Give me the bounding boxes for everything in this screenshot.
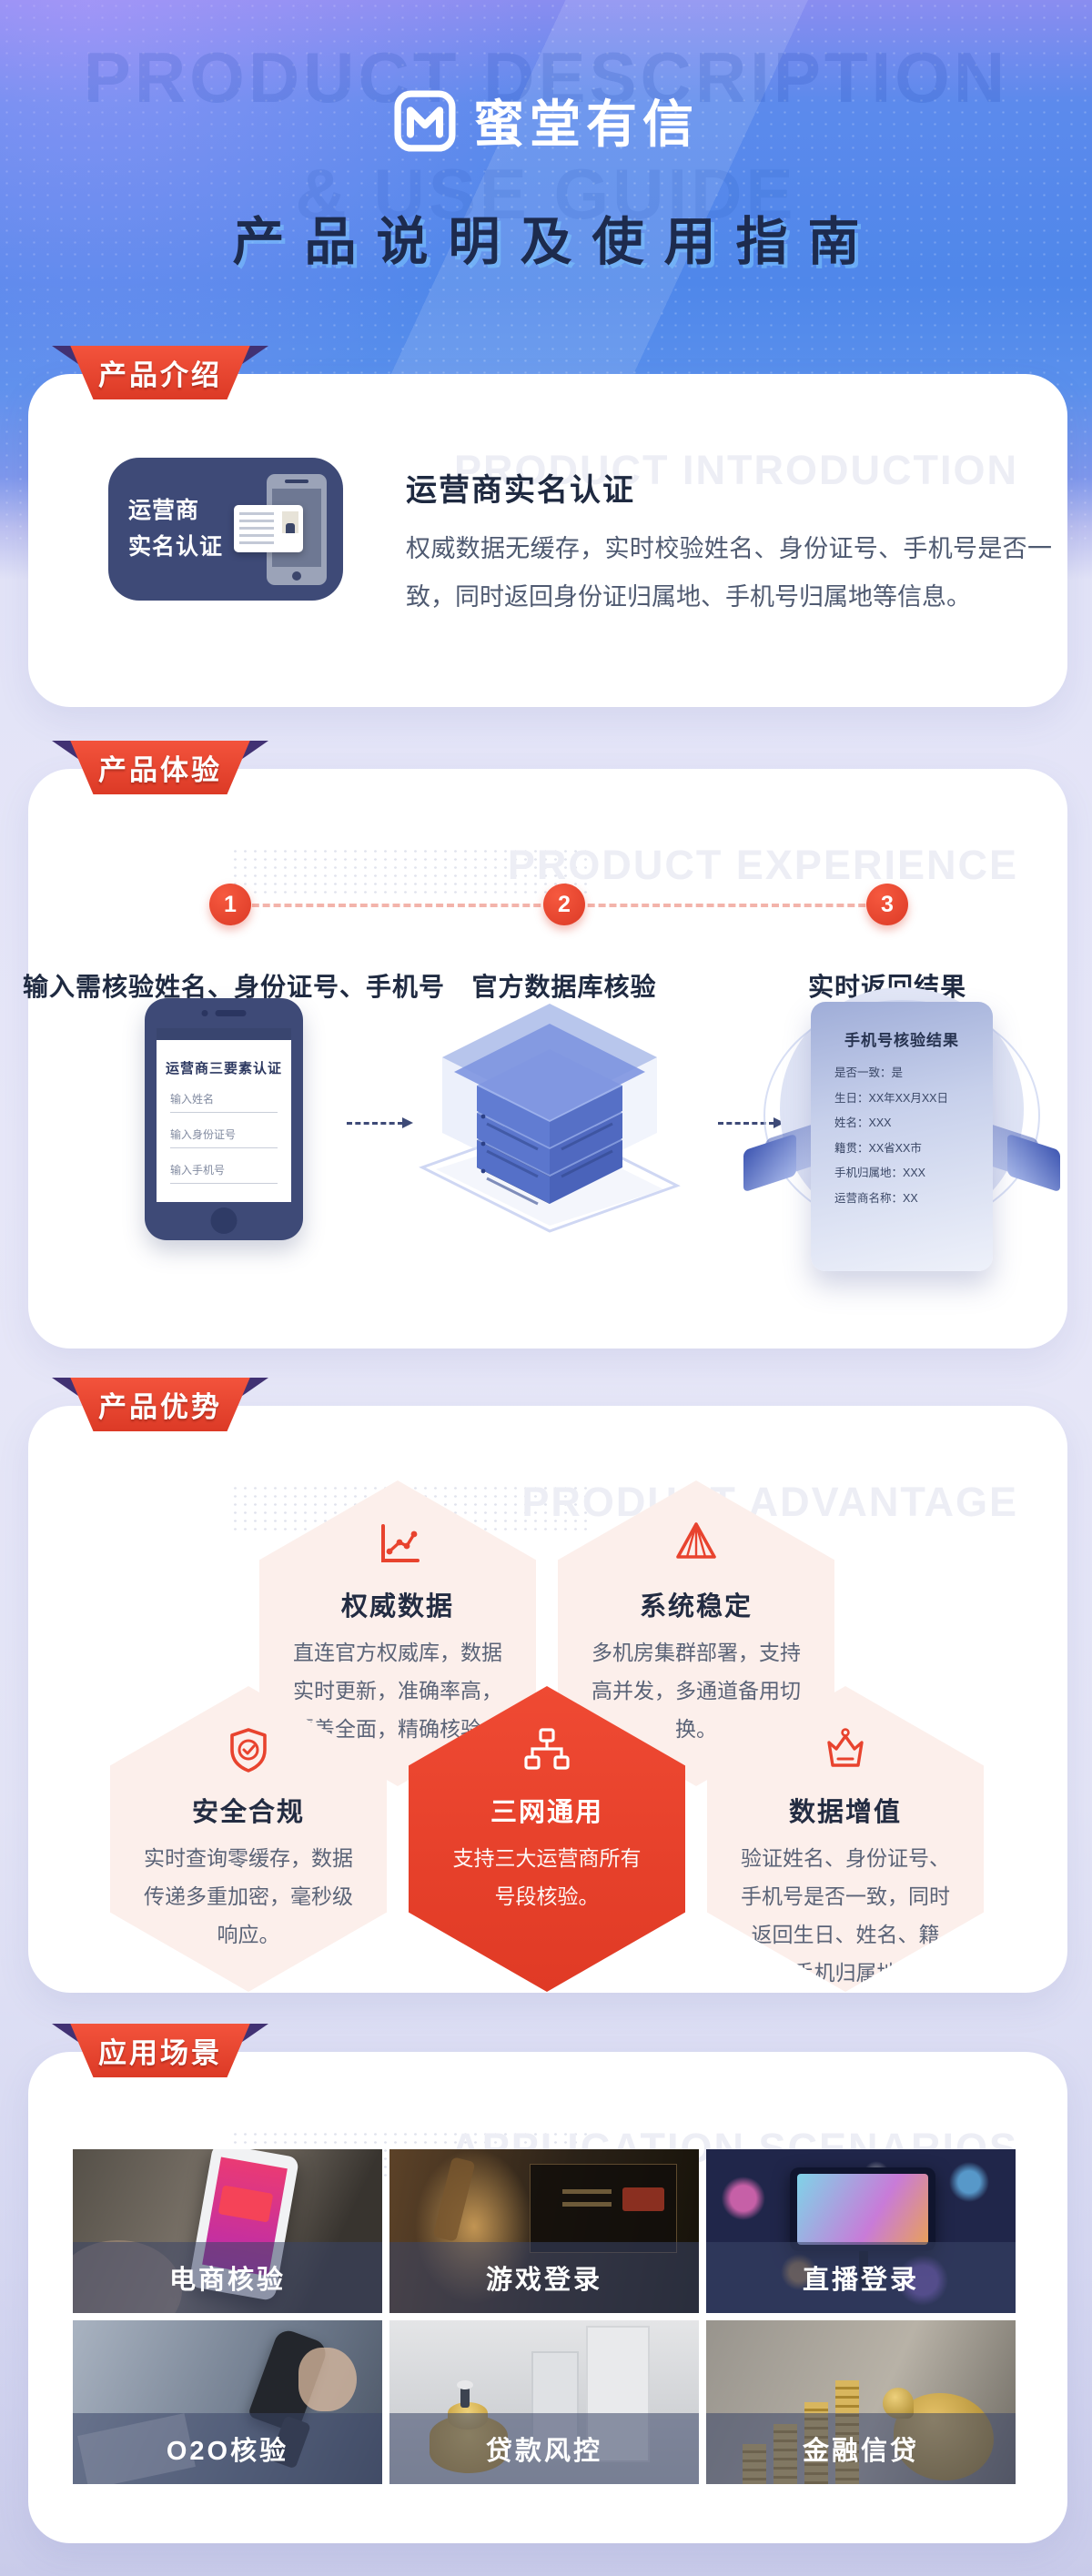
hexagon-desc: 支持三大运营商所有号段核验。	[452, 1846, 642, 1908]
app-icon-tile: 运营商 实名认证	[108, 458, 343, 601]
hexagon-title: 系统稳定	[639, 1592, 753, 1621]
hexagon-title: 安全合规	[191, 1798, 305, 1827]
result-row: 是否一致：是	[834, 1066, 904, 1079]
phone-speaker	[201, 1010, 247, 1016]
section-badge: 产品优势	[52, 1378, 268, 1431]
section-product-experience: 产品体验 PRODUCT EXPERIENCE 1 2 3 输入需核验姓名、身份…	[23, 741, 1067, 1349]
badge-label: 应用场景	[70, 2024, 250, 2077]
step-label-1: 输入需核验姓名、身份证号、手机号	[22, 973, 446, 1001]
hexagon-desc: 验证姓名、身份证号、手机号是否一致，同时返回生日、姓名、籍贯、手机归属地等信息。	[741, 1846, 950, 2023]
section-watermark: PRODUCT INTRODUCTION	[454, 447, 1018, 493]
hexagon-title: 三网通用	[490, 1798, 603, 1827]
section-product-advantage: 产品优势 PRODUCT ADVANTAGE 权威数据 直连官方权威库，数据实时…	[28, 1378, 1067, 1993]
shield-check-icon	[230, 1728, 267, 1773]
hexagon-desc: 多机房集群部署，支持高并发，多通道备用切换。	[592, 1641, 801, 1741]
phone-home-button	[292, 571, 301, 581]
phone-speaker	[285, 480, 308, 483]
section-watermark: PRODUCT ADVANTAGE	[521, 1479, 1018, 1525]
speaker-slot	[215, 1010, 247, 1016]
result-row: 手机归属地：XXX	[834, 1167, 926, 1179]
result-title: 手机号核验结果	[844, 1032, 959, 1049]
section-watermark: PRODUCT EXPERIENCE	[507, 842, 1018, 888]
scenario-tile-game-login: 游戏登录	[389, 2149, 699, 2313]
brand-logo-icon	[394, 89, 456, 152]
badge-label: 产品体验	[70, 741, 250, 794]
product-description: 权威数据无缓存，实时校验姓名、身份证号、手机号是否一致，同时返回身份证归属地、手…	[406, 535, 1052, 611]
id-card-lines	[239, 512, 274, 545]
id-card-photo	[282, 511, 298, 533]
crown-icon	[827, 1728, 864, 1767]
step-circle-2: 2	[543, 884, 585, 925]
phone-home-button	[210, 1207, 238, 1234]
brand-name: 蜜堂有信	[473, 96, 699, 153]
result-row: 运营商名称：XX	[834, 1191, 918, 1205]
scenario-tile-finance-credit: 金融信贷	[706, 2320, 1016, 2484]
result-row: 姓名：XXX	[834, 1116, 892, 1129]
id-card-illustration	[234, 505, 303, 552]
app-icon-line1: 运营商	[128, 498, 200, 523]
dashed-arrow-icon	[347, 1117, 413, 1128]
scenario-label: 游戏登录	[389, 2242, 699, 2313]
status-bar	[157, 1028, 291, 1040]
scenario-tile-ecommerce: 电商核验	[73, 2149, 382, 2313]
pyramid-icon	[676, 1522, 716, 1559]
scenario-tile-o2o: O2O核验	[73, 2320, 382, 2484]
page-title: 产品说明及使用指南	[232, 213, 880, 272]
hexagon-title: 数据增值	[788, 1798, 902, 1827]
step-circle-3: 3	[866, 884, 908, 925]
scenario-tile-loan-risk: 贷款风控	[389, 2320, 699, 2484]
section-badge: 产品介绍	[52, 346, 268, 399]
scenario-tile-livestream-login: 直播登录	[706, 2149, 1016, 2313]
server-illustration	[399, 996, 700, 1233]
scenario-label: 电商核验	[73, 2242, 382, 2313]
section-product-introduction: 产品介绍 PRODUCT INTRODUCTION 运营商 实名认证 运营商实名…	[28, 346, 1067, 707]
data-chip	[1007, 1133, 1060, 1193]
demo-phone: 运营商三要素认证 输入姓名 输入身份证号 输入手机号 进行核验	[145, 998, 303, 1240]
result-illustration: 手机号核验结果 是否一致：是 生日：XX年XX月XX日 姓名：XXX 籍贯：XX…	[743, 987, 1060, 1297]
app-icon-text: 运营商 实名认证	[128, 492, 223, 565]
header-watermark-line1: PRODUCT DESCRIPTION	[83, 37, 1009, 117]
result-card: 手机号核验结果 是否一致：是 生日：XX年XX月XX日 姓名：XXX 籍贯：XX…	[811, 1002, 993, 1271]
badge-label: 产品优势	[70, 1378, 250, 1431]
step-label-2: 官方数据库核验	[471, 973, 657, 1001]
result-row: 籍贯：XX省XX市	[834, 1141, 922, 1155]
badge-label: 产品介绍	[70, 346, 250, 399]
dots-pattern	[230, 847, 594, 894]
header-watermark-line2: & USE GUIDE	[295, 154, 797, 234]
scenario-label: 直播登录	[706, 2242, 1016, 2313]
scenario-label: 贷款风控	[389, 2413, 699, 2484]
hexagon-desc: 实时查询零缓存，数据传递多重加密，毫秒级响应。	[144, 1846, 353, 1946]
product-title: 运营商实名认证	[406, 473, 635, 508]
name-field: 输入姓名	[170, 1091, 278, 1113]
demo-phone-screen: 运营商三要素认证 输入姓名 输入身份证号 输入手机号 进行核验	[157, 1028, 291, 1202]
section-badge: 应用场景	[52, 2024, 268, 2077]
form-title: 运营商三要素认证	[165, 1061, 282, 1076]
network-icon	[524, 1728, 570, 1770]
section-badge: 产品体验	[52, 741, 268, 794]
idcard-field: 输入身份证号	[170, 1126, 278, 1148]
mobile-field: 输入手机号	[170, 1162, 278, 1184]
camera-dot	[201, 1010, 208, 1016]
app-icon-line2: 实名认证	[128, 534, 224, 560]
section-application-scenarios: 应用场景 APPLICATION SCENARIOS 电商核验 游戏登录	[28, 2024, 1067, 2543]
result-row: 生日：XX年XX月XX日	[834, 1091, 949, 1105]
step-circle-1: 1	[209, 884, 251, 925]
scenario-label: O2O核验	[73, 2413, 382, 2484]
hexagon-title: 权威数据	[340, 1592, 454, 1621]
data-chip	[743, 1133, 796, 1193]
chart-icon	[381, 1524, 420, 1562]
brand-row: 蜜堂有信	[0, 84, 1092, 157]
scenario-label: 金融信贷	[706, 2413, 1016, 2484]
